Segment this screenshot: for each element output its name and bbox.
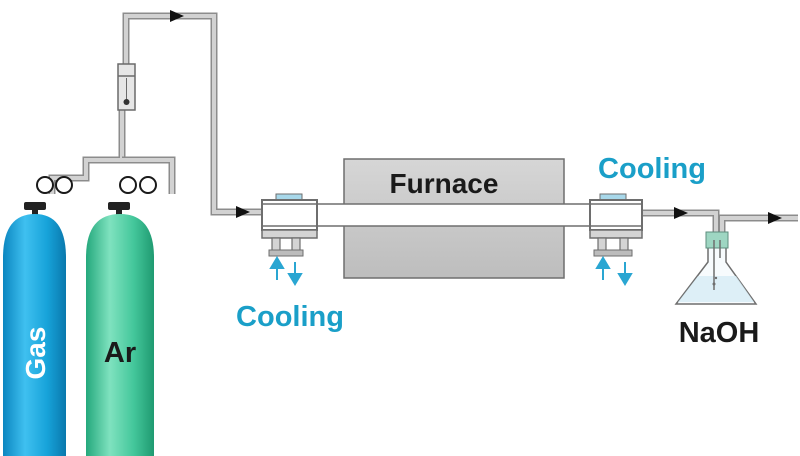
naoh-label: NaOH	[679, 317, 760, 349]
furnace-label: Furnace	[390, 168, 499, 199]
ar-regulator	[119, 176, 157, 194]
reaction-tube	[261, 203, 643, 227]
cooling-label-right: Cooling	[598, 153, 706, 185]
gas-cylinder	[3, 214, 66, 456]
gas-valve	[24, 202, 46, 210]
gas-label: Gas	[20, 327, 51, 380]
left-cooling-jacket	[261, 193, 318, 257]
gas-regulator	[36, 176, 73, 194]
arrow-top-icon	[170, 10, 184, 22]
cooling-arrows	[269, 256, 633, 286]
ar-cylinder	[86, 214, 154, 456]
ar-valve	[108, 202, 130, 210]
arrow-outlet-icon	[674, 207, 688, 219]
naoh-flask	[674, 231, 758, 305]
ar-label: Ar	[104, 337, 136, 369]
arrow-inlet-icon	[236, 206, 250, 218]
flow-arrows	[170, 10, 782, 224]
arrow-exhaust-icon	[768, 212, 782, 224]
right-cooling-jacket	[589, 193, 643, 257]
cooling-label-left: Cooling	[236, 301, 344, 333]
flowmeter	[117, 63, 136, 111]
